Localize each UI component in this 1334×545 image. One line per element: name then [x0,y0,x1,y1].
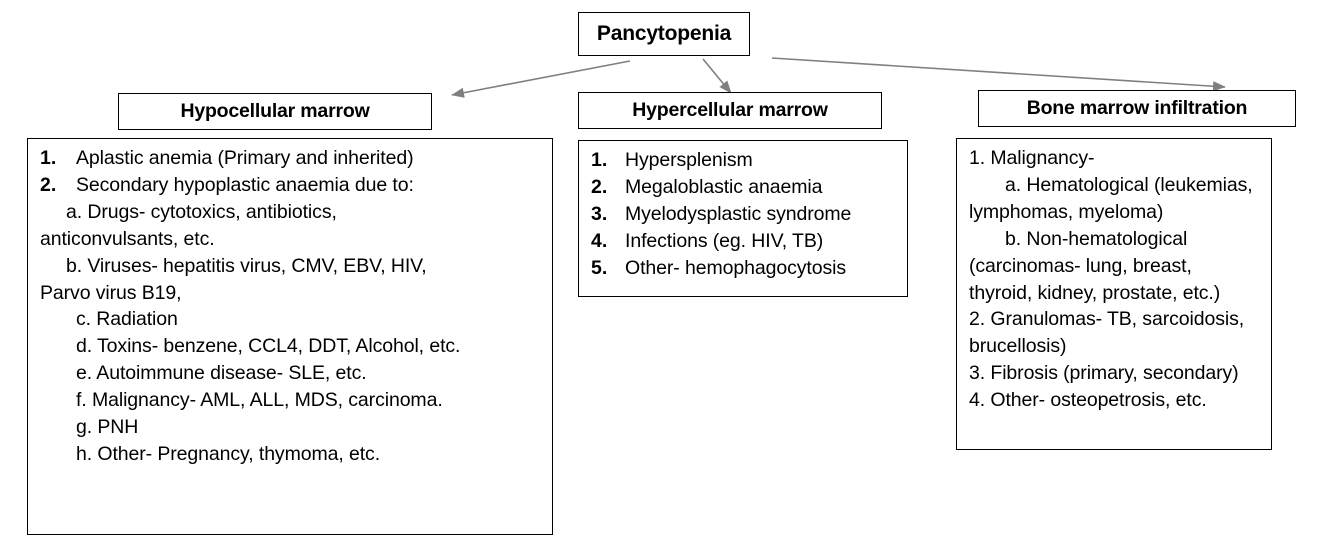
list-item: 4. Infections (eg. HIV, TB) [591,228,897,255]
list-item-text: Secondary hypoplastic anaemia due to: [76,173,414,196]
category-header-label: Hypercellular marrow [632,99,828,121]
category-header-hypocellular-marrow[interactable]: Hypocellular marrow [118,93,432,130]
list-subitem: g. PNH [76,416,139,439]
list-item: 1. Malignancy- [969,147,1095,169]
list-subitem-wrap: Parvo virus B19, [40,281,182,304]
list-item: 2. Granulomas- TB, sarcoidosis, [969,308,1245,331]
arrow-to-infiltration [771,57,1226,92]
list-subitem-wrap: thyroid, kidney, prostate, etc.) [969,281,1221,304]
list-subitem: c. Radiation [76,308,178,331]
list-item-text: Aplastic anemia (Primary and inherited) [76,147,414,169]
list-subitem: a. Drugs- cytotoxics, antibiotics, [66,200,337,223]
list-item: 2. Megaloblastic anaemia [591,174,897,201]
arrow-to-hypercellular [702,58,732,94]
list-item-number: 4. [591,229,608,252]
list-subitem: h. Other- Pregnancy, thymoma, etc. [76,442,381,465]
list-item-text: Other- hemophagocytosis [625,256,846,279]
list-item-number: 5. [591,256,608,279]
list-item: 3. Myelodysplastic syndrome [591,201,897,228]
list-subitem-wrap: (carcinomas- lung, breast, [969,254,1192,277]
list-item: 3. Fibrosis (primary, secondary) [969,362,1239,385]
list-subitem: f. Malignancy- AML, ALL, MDS, carcinoma. [76,389,443,412]
list-subitem: a. Hematological (leukemias, [1005,173,1253,196]
list-item-number: 1. [591,149,608,171]
list-item: 1. Aplastic anemia (Primary and inherite… [40,145,542,172]
list-subitem: e. Autoimmune disease- SLE, etc. [76,362,367,385]
list-box-hypercellular-marrow: 1. Hypersplenism 2. Megaloblastic anaemi… [578,140,908,297]
list-item-text: Megaloblastic anaemia [625,175,823,198]
list-subitem-wrap: brucellosis) [969,335,1067,358]
list-item-number: 2. [40,173,57,196]
list-item: 2. Secondary hypoplastic anaemia due to: [40,172,542,199]
list-item-number: 3. [591,202,608,225]
list-subitem: d. Toxins- benzene, CCL4, DDT, Alcohol, … [76,335,461,358]
list-item: 4. Other- osteopetrosis, etc. [969,389,1207,412]
list-item: 1. Hypersplenism [591,147,897,174]
list-subitem-wrap: anticonvulsants, etc. [40,227,215,250]
list-item: 5. Other- hemophagocytosis [591,255,897,282]
list-item-text: Myelodysplastic syndrome [625,202,852,225]
arrow-to-hypocellular [451,60,631,98]
root-node-pancytopenia[interactable]: Pancytopenia [578,12,750,56]
list-item-number: 2. [591,175,608,198]
category-header-label: Bone marrow infiltration [1026,97,1248,119]
list-item-number: 1. [40,147,57,169]
list-subitem: b. Non-hematological [1005,227,1188,250]
category-header-label: Hypocellular marrow [180,100,370,122]
list-box-bone-marrow-infiltration: 1. Malignancy- a. Hematological (leukemi… [956,138,1272,450]
list-box-hypocellular-marrow: 1. Aplastic anemia (Primary and inherite… [27,138,553,535]
root-node-label: Pancytopenia [596,22,732,45]
list-item-text: Infections (eg. HIV, TB) [625,229,824,252]
category-header-hypercellular-marrow[interactable]: Hypercellular marrow [578,92,882,129]
list-item-text: Hypersplenism [625,149,753,171]
list-subitem-wrap: lymphomas, myeloma) [969,200,1164,223]
category-header-bone-marrow-infiltration[interactable]: Bone marrow infiltration [978,90,1296,127]
list-subitem: b. Viruses- hepatitis virus, CMV, EBV, H… [66,254,427,277]
